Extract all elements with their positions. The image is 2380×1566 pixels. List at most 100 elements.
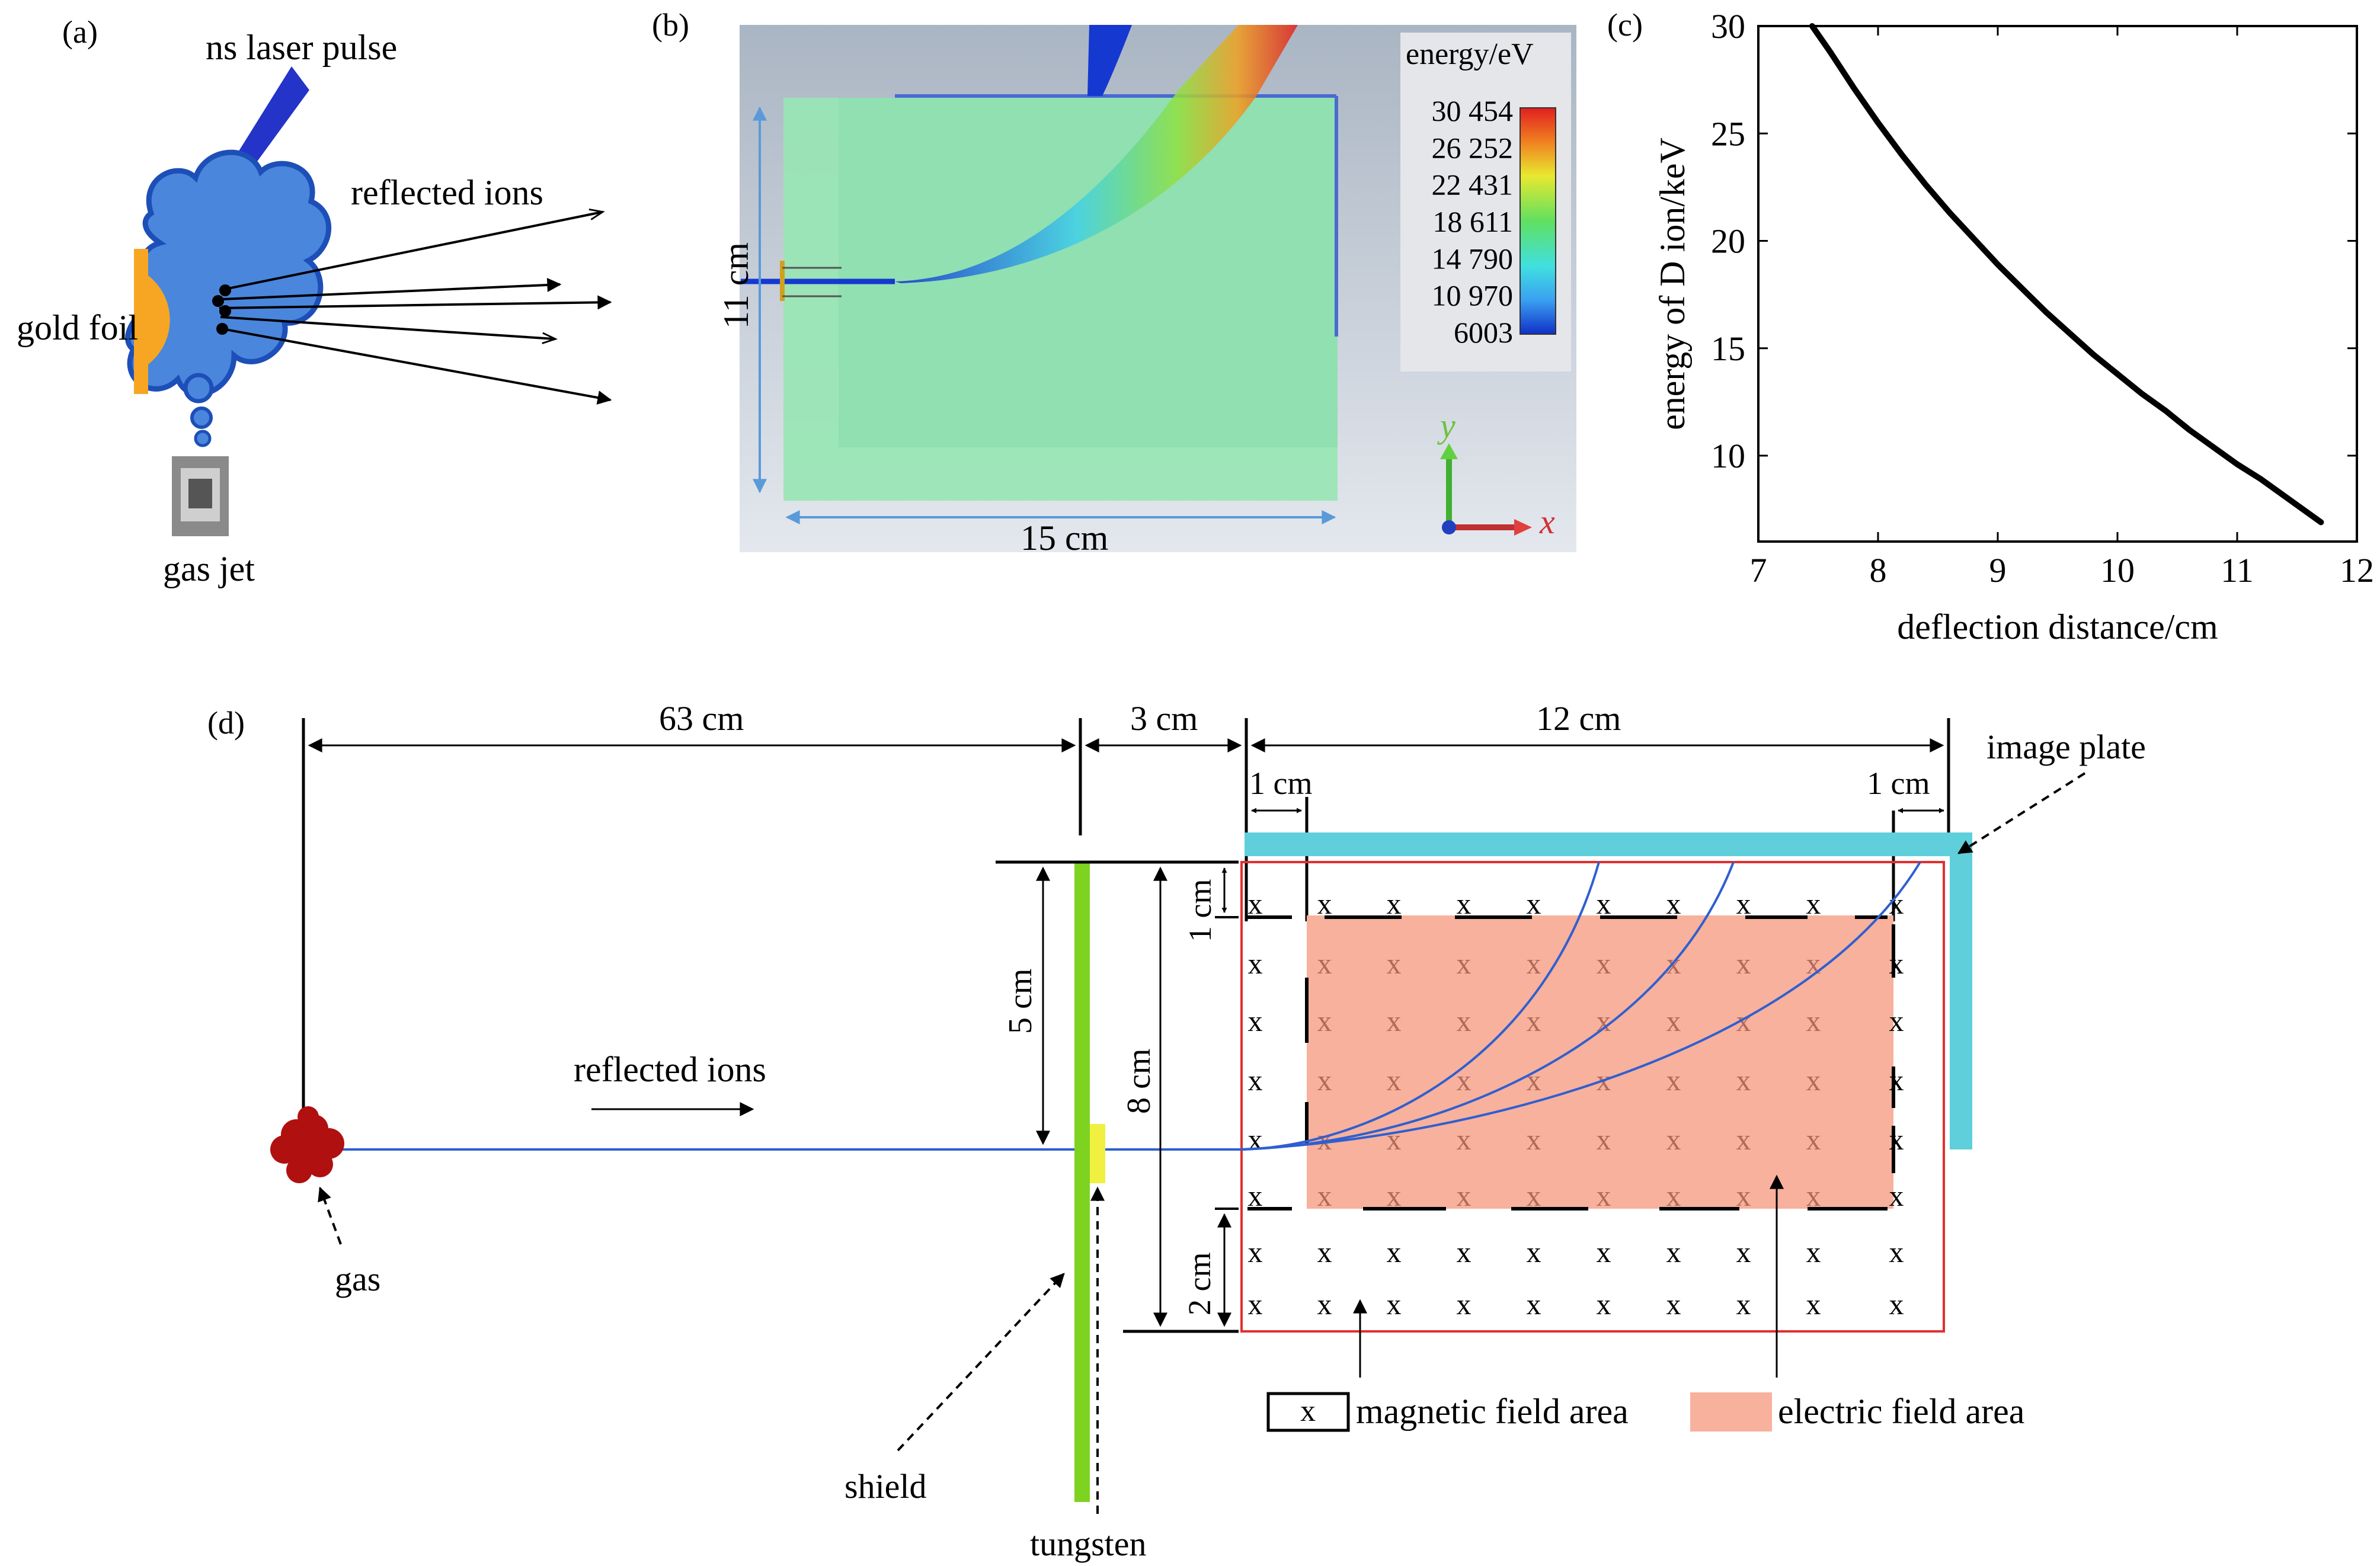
cross-mark: x [1387,1064,1402,1097]
cross-mark: x [1597,1288,1611,1321]
image-plate-pointer [1957,772,2086,854]
axis-y-label: y [1437,406,1455,445]
trajectory-1 [303,862,1600,1151]
series-point [2163,408,2167,412]
ion-beam-spray [895,25,1298,283]
cross-mark: x [1889,947,1904,980]
cross-mark: x [1387,1288,1402,1321]
cross-mark: x [1457,947,1471,980]
laser-label: ns laser pulse [206,28,397,67]
cross-mark: x [1806,1179,1821,1212]
image-plate-top [1245,832,1972,856]
cross-mark: x [1889,1179,1904,1212]
ion-trajectories [303,861,1921,1151]
cross-mark: x [1736,1288,1751,1321]
series-point [2068,331,2072,335]
colorbar-tick-label: 30 454 [1432,94,1514,127]
plasma-blob [194,430,212,447]
cross-mark: x [1889,1123,1904,1156]
y-tick-label: 15 [1711,329,1745,368]
series-point [1900,153,1904,157]
series-point [2283,494,2287,498]
cross-mark: x [1248,1123,1263,1156]
axis-x-label: x [1539,502,1555,541]
x-tick-label: 9 [1989,551,2007,590]
height-label: 11 cm [716,242,756,329]
plasma-blob [183,373,214,403]
cross-mark: x [1597,1235,1611,1269]
gold-foil-plate [134,249,148,394]
x-tick-label: 12 [2340,551,2374,590]
colorbar [1520,107,1556,335]
panel-a-tag: (a) [62,14,98,50]
chart-ylabel: energy of D ion/keV [1653,137,1692,430]
series-point [2116,372,2119,376]
cross-mark: x [1317,1004,1332,1037]
cross-mark: x [1317,1288,1332,1321]
chart-series [1809,23,2324,526]
cross-mark: x [1248,887,1263,920]
colorbar-tick-label: 18 611 [1432,205,1513,238]
cross-mark: x [1889,1235,1904,1269]
gas-jet-label: gas jet [163,549,255,588]
dimension-3-label: 3 cm [1130,699,1198,738]
colorbar-tick-label: 14 790 [1432,242,1514,275]
y-tick-label: 30 [1711,7,1745,46]
colorbar-tick-label: 10 970 [1432,279,1514,312]
plot-frame [1757,25,2358,543]
cross-mark: x [1736,1123,1751,1156]
cross-mark: x [1666,1004,1681,1037]
series-point [2259,477,2263,481]
cross-mark: x [1457,1235,1471,1269]
x-tick-label: 7 [1750,551,1767,590]
cross-mark: x [1736,1179,1751,1212]
gas-label: gas [335,1260,380,1298]
dimension-5-label: 5 cm [1002,969,1039,1034]
dimension-8-label: 8 cm [1121,1049,1157,1114]
cross-mark: x [1806,1004,1821,1037]
cross-mark: x [1597,1179,1611,1212]
cross-mark: x [1666,1288,1681,1321]
cross-mark: x [1387,1179,1402,1212]
cross-mark: x [1527,1004,1541,1037]
cross-mark: x [1666,1064,1681,1097]
cross-mark: x [1457,1179,1471,1212]
image-plate-side [1950,832,1972,1149]
reflected-ions-label-d: reflected ions [574,1050,766,1089]
series-point [1876,121,1880,125]
series-point [1810,24,1814,28]
tungsten-label: tungsten [1030,1525,1147,1563]
legend-magnetic-symbol: x [1300,1394,1316,1428]
cross-mark: x [1457,1288,1471,1321]
cross-mark: x [1736,887,1751,920]
x-tick-label: 8 [1870,551,1887,590]
panel-a: (a) ns laser pulse gas jet gold foil ref… [17,14,612,588]
cross-mark: x [1597,887,1611,920]
gas-cloud [270,1106,344,1183]
cross-mark: x [1527,1123,1541,1156]
cross-mark: x [1889,1064,1904,1097]
cross-mark: x [1666,887,1681,920]
y-arrow-head [1440,443,1458,459]
trajectory-2 [1241,862,1735,1151]
plasma-blob [190,406,213,429]
series-point [1996,262,2000,267]
width-label: 15 cm [1021,518,1108,558]
dimension-1-left-label: 1 cm [1249,766,1312,801]
x-arrow-head [1514,519,1532,536]
series-point [1852,87,1856,91]
series-point [2043,310,2048,314]
cross-mark: x [1457,1004,1471,1037]
series-point [1828,50,1832,54]
cross-mark: x [1317,947,1332,980]
cross-mark: x [1736,1064,1751,1097]
dimension-1-vertical-label: 1 cm [1182,879,1218,942]
series-line [1809,23,2324,526]
shield [1074,862,1090,1502]
cross-mark: x [1527,887,1541,920]
legend-electric-label: electric field area [1778,1392,2024,1431]
series-point [1948,211,1952,215]
